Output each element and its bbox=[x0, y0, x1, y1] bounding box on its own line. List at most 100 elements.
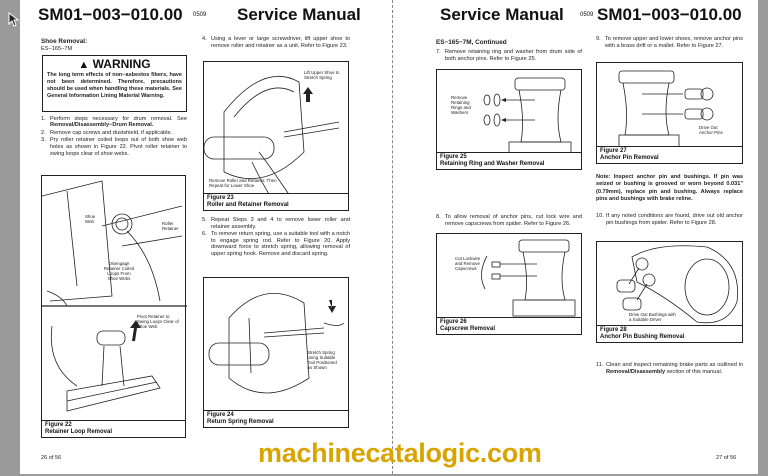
right-column-mid: 8.To allow removal of anchor pins, cut l… bbox=[436, 214, 582, 228]
figure-label: Stretch Spring Using Suitable Tool Posit… bbox=[307, 350, 337, 370]
figure-26: Cut Lockwire and Remove Capscrews Figure… bbox=[436, 233, 582, 335]
step-number: 1. bbox=[41, 115, 46, 122]
step-1: 1. Perform steps necessary for drum remov… bbox=[41, 116, 187, 129]
step-7: 7.Remove retaining ring and washer from … bbox=[436, 49, 582, 62]
figure-label: Shoe Web bbox=[85, 214, 96, 224]
step-number: 11. bbox=[596, 362, 604, 368]
page-divider bbox=[392, 0, 393, 474]
step-number: 7. bbox=[436, 49, 441, 55]
step-text: Clean and inspect remaining brake parts … bbox=[606, 362, 743, 368]
anchor-ring-illustration bbox=[483, 77, 572, 158]
step-text: Perform steps necessary for drum removal… bbox=[50, 115, 187, 122]
step-number: 5. bbox=[202, 217, 207, 223]
figure-number: Figure 26 bbox=[440, 319, 467, 325]
step-4: 4.Using a lever or large screwdriver, li… bbox=[202, 36, 350, 49]
page-number: 27 of 56 bbox=[716, 455, 737, 461]
warning-title: WARNING bbox=[92, 56, 151, 71]
step-3: 3. Pry roller retainer coiled loops out o… bbox=[41, 137, 187, 157]
doc-number: SM01−003−010.00 bbox=[38, 5, 183, 24]
warning-triangle-icon: ▲ bbox=[78, 58, 90, 71]
warning-heading: ▲ WARNING bbox=[47, 56, 182, 72]
figure-24: Stretch Spring Using Suitable Tool Posit… bbox=[203, 277, 349, 428]
figure-number: Figure 27 bbox=[600, 148, 627, 154]
anchor-pin-illustration bbox=[618, 70, 714, 151]
step-number: 4. bbox=[202, 36, 207, 42]
section-heading: ES−165−7M, Continued bbox=[436, 39, 507, 46]
left-column: Shoe Removal: ES−165−7M ▲ WARNING The lo… bbox=[41, 38, 187, 158]
figure-label: Drive Out Bushings with a Suitable Drive… bbox=[629, 312, 676, 322]
figure-title: Anchor Pin Bushing Removal bbox=[600, 334, 685, 340]
step-text: If any noted conditions are found, drive… bbox=[606, 213, 743, 226]
step-6: 6. To remove return spring, use a suitabl… bbox=[202, 231, 350, 257]
step-number: 8. bbox=[436, 214, 441, 220]
figure-title: Anchor Pin Removal bbox=[600, 155, 659, 161]
figure-title: Capscrew Removal bbox=[440, 326, 496, 332]
inspection-note: Note: Inspect anchor pin and bushings. I… bbox=[596, 174, 743, 202]
figure-number: Figure 23 bbox=[207, 195, 234, 201]
warning-text: The long term effects of non−asbestos fi… bbox=[47, 71, 182, 99]
step-9: 9. To remove upper and lower shoes, remov… bbox=[596, 36, 743, 49]
right-column-2-bottom: 11.Clean and inspect remaining brake par… bbox=[596, 362, 743, 376]
step-text: Remove cap screws and dustshield, if app… bbox=[50, 129, 173, 136]
step-text: section of this manual. bbox=[665, 368, 723, 375]
step-8: 8.To allow removal of anchor pins, cut l… bbox=[436, 214, 582, 227]
figure-label: Pivot Retainer to Swing Loops Clear of S… bbox=[137, 314, 179, 329]
step-text: Pry roller retainer coiled loops out of … bbox=[50, 137, 187, 157]
middle-column-steps: 5. Repeat Steps 3 and 4 to remove lower r… bbox=[202, 217, 350, 259]
roller-retainer-illustration bbox=[42, 180, 187, 412]
mouse-cursor-icon bbox=[8, 12, 20, 27]
page-number: 26 of 56 bbox=[41, 455, 62, 461]
step-number: 9. bbox=[596, 36, 601, 42]
step-number: 2. bbox=[41, 129, 46, 136]
step-number: 3. bbox=[41, 137, 46, 144]
manual-title: Service Manual bbox=[237, 5, 361, 24]
step-link: Removal/Disassembly−Drum Removal. bbox=[50, 122, 154, 129]
section-heading: Shoe Removal: bbox=[41, 38, 88, 45]
figure-label: Cut Lockwire and Remove Capscrews bbox=[455, 256, 481, 271]
figure-number: Figure 28 bbox=[600, 327, 627, 333]
rev-code: 0509 bbox=[193, 12, 207, 18]
right-column-2-mid: Note: Inspect anchor pin and bushings. I… bbox=[596, 174, 743, 227]
figure-label: Lift Upper Shoe to Stretch Spring bbox=[304, 70, 340, 80]
middle-column-top: 4.Using a lever or large screwdriver, li… bbox=[202, 36, 350, 50]
step-link: Removal/Disassembly bbox=[606, 368, 666, 375]
step-number: 6. bbox=[202, 231, 207, 238]
right-column-2-top: 9. To remove upper and lower shoes, remov… bbox=[596, 36, 743, 50]
brake-shoe-lift-illustration bbox=[204, 75, 340, 203]
doc-number: SM01−003−010.00 bbox=[597, 5, 742, 24]
step-text: To remove return spring, use a suitable … bbox=[211, 231, 350, 257]
model-label: ES−165−7M bbox=[41, 46, 73, 52]
step-text: Repeat Steps 3 and 4 to remove lower rol… bbox=[211, 217, 350, 230]
figure-title: Retainer Loop Removal bbox=[45, 429, 113, 435]
step-11: 11.Clean and inspect remaining brake par… bbox=[596, 362, 743, 375]
return-spring-illustration bbox=[208, 293, 345, 394]
figure-title: Return Spring Removal bbox=[207, 419, 274, 425]
manual-title: Service Manual bbox=[440, 5, 564, 24]
figure-28: Drive Out Bushings with a Suitable Drive… bbox=[596, 241, 743, 343]
watermark: machinecatalogic.com bbox=[258, 438, 542, 468]
step-number: 10. bbox=[596, 213, 604, 220]
warning-box: ▲ WARNING The long term effects of non−a… bbox=[42, 54, 187, 112]
rev-code: 0509 bbox=[580, 12, 594, 18]
step-text: To remove upper and lower shoes, remove … bbox=[605, 36, 743, 49]
figure-number: Figure 24 bbox=[207, 412, 234, 418]
figure-title: Roller and Retainer Removal bbox=[207, 202, 289, 208]
figure-label: Remove Retaining Rings and Washers bbox=[451, 95, 471, 115]
step-5: 5. Repeat Steps 3 and 4 to remove lower r… bbox=[202, 217, 350, 230]
figure-label: Disengage Retainer Coiled Loops From Sho… bbox=[103, 261, 135, 281]
figure-25: Remove Retaining Rings and Washers Figur… bbox=[436, 69, 582, 170]
figure-number: Figure 25 bbox=[440, 154, 467, 160]
figure-22: Shoe Web Roller Retainer Disengage Retai… bbox=[41, 175, 187, 438]
figure-title: Retaining Ring and Washer Removal bbox=[440, 161, 545, 167]
figure-23: Lift Upper Shoe to Stretch Spring Remove… bbox=[203, 61, 349, 211]
right-column-top: ES−165−7M, Continued 7.Remove retaining … bbox=[436, 38, 582, 63]
step-2: 2. Remove cap screws and dustshield, if a… bbox=[41, 130, 187, 137]
